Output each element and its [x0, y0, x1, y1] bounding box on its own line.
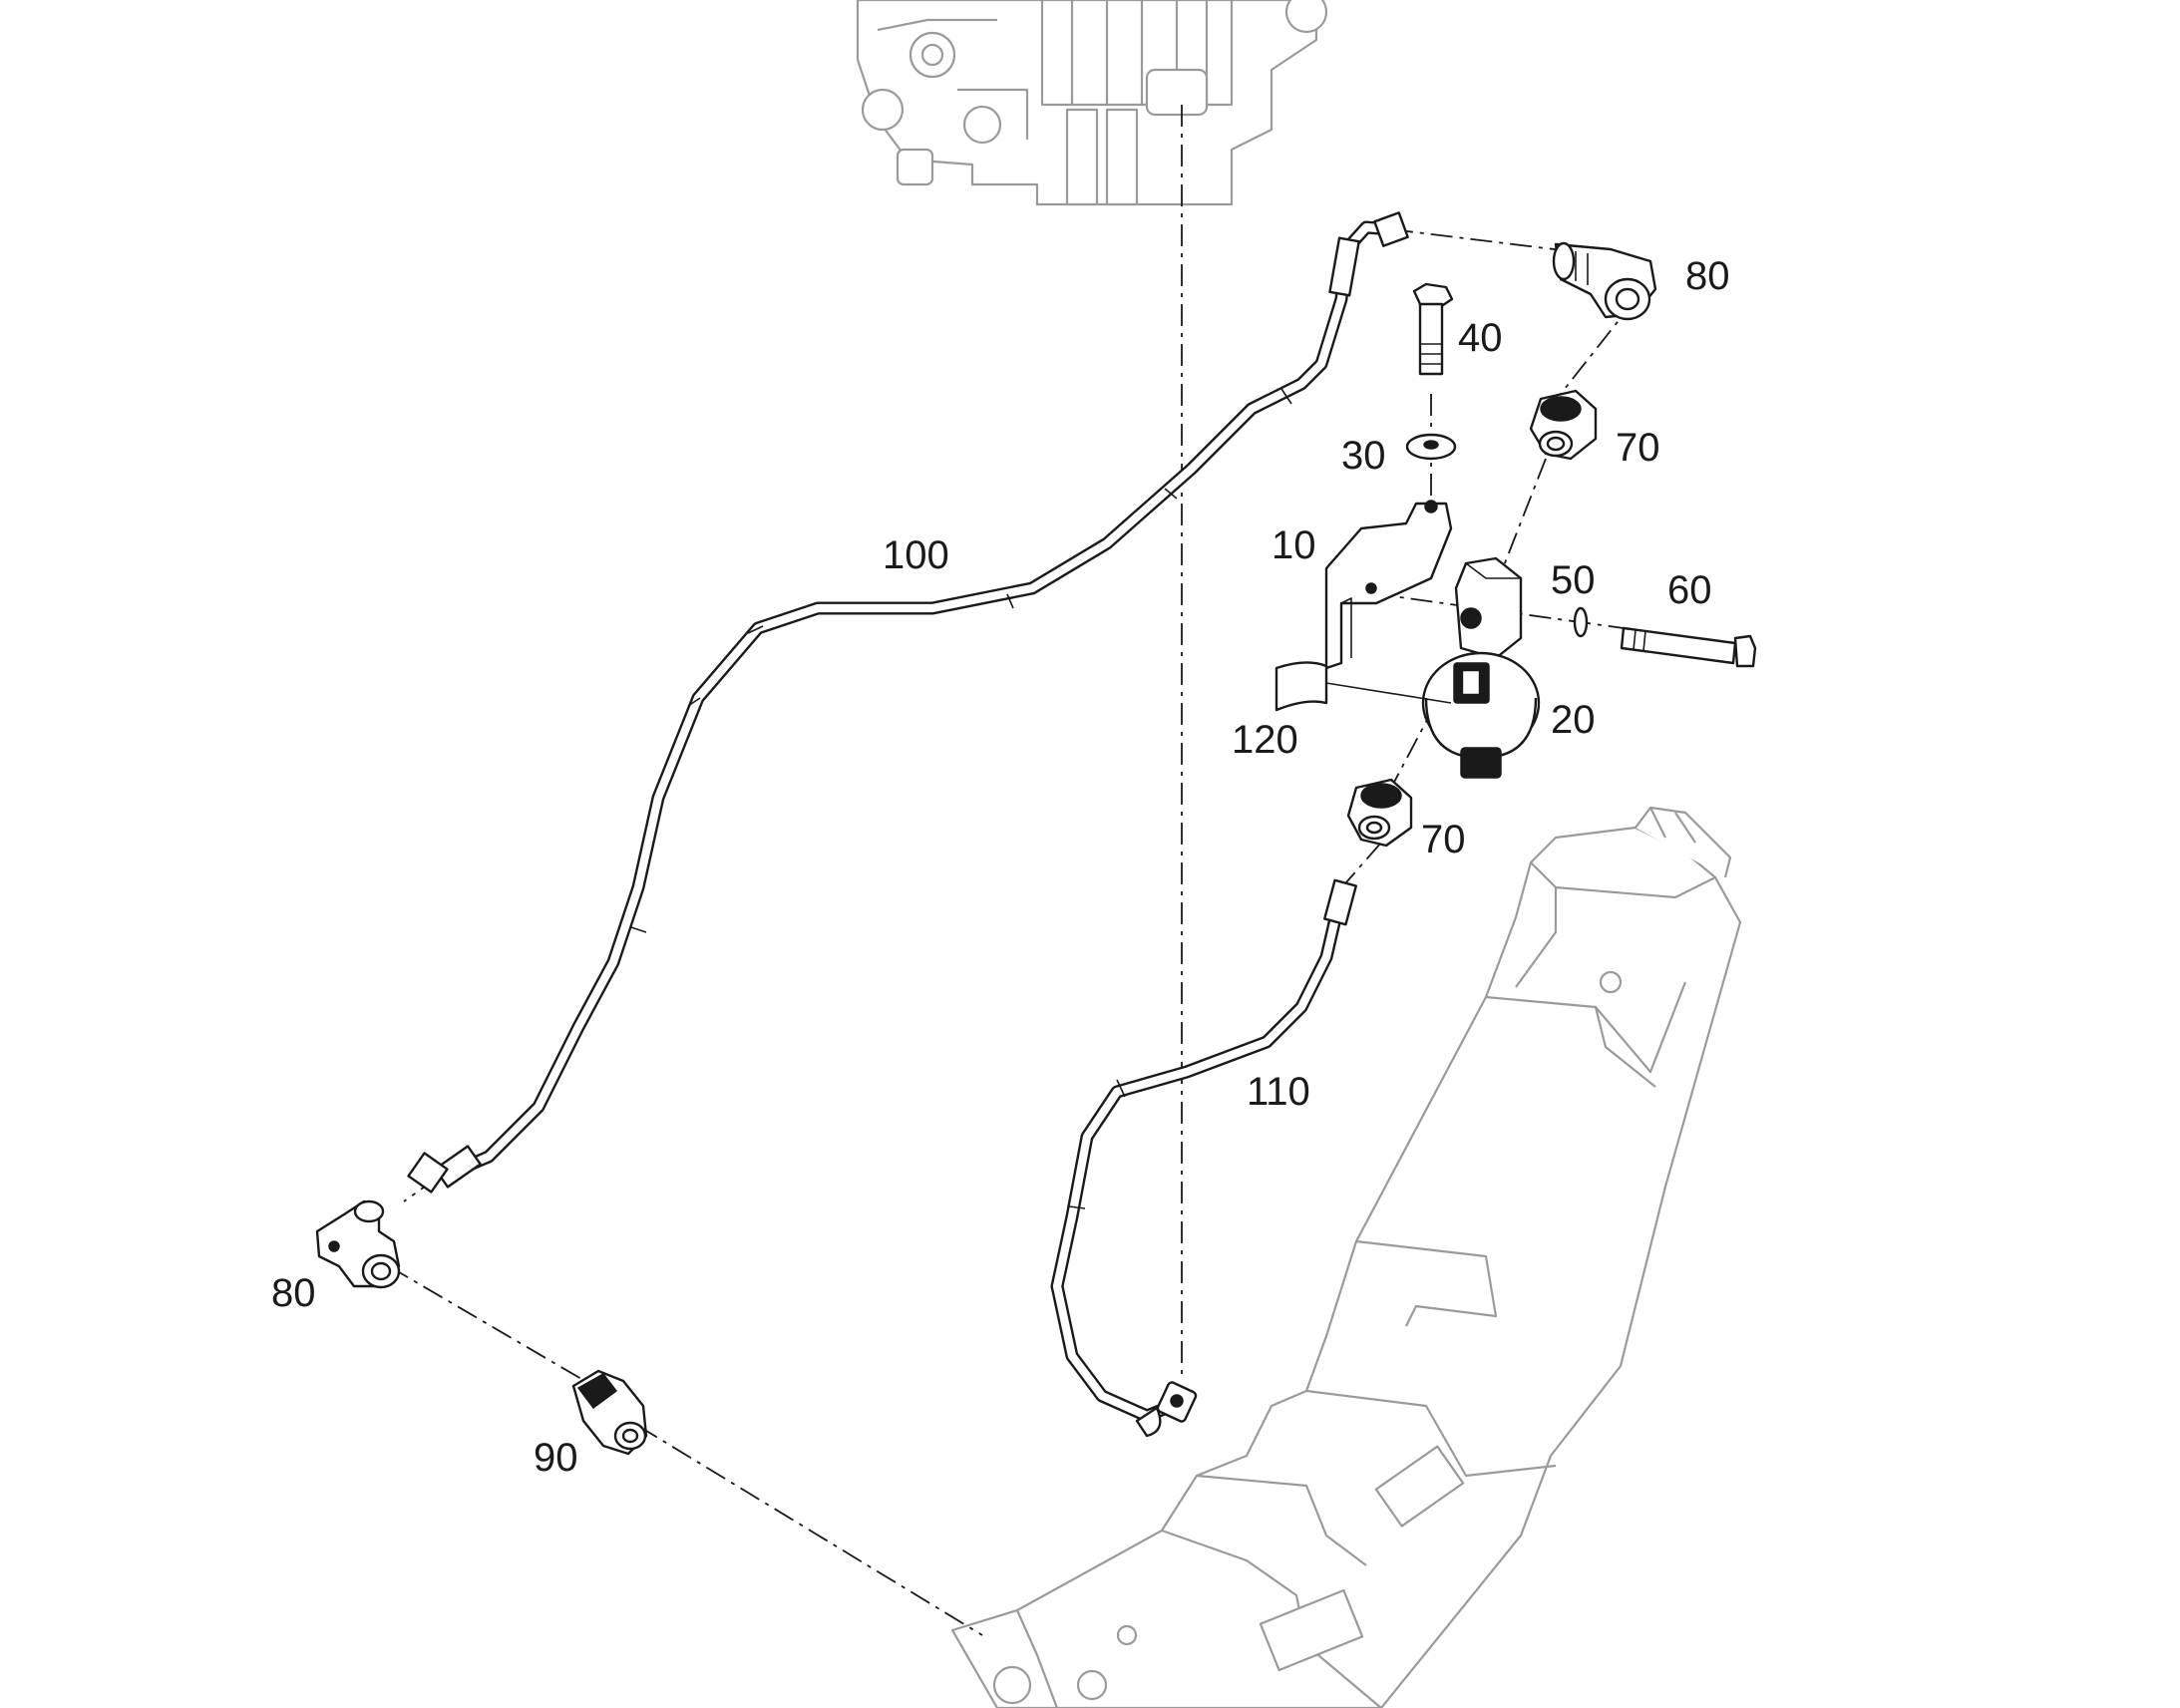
washer-30 — [1405, 433, 1457, 461]
bracket-10 — [1324, 500, 1453, 670]
label-30: 30 — [1341, 434, 1386, 478]
sensor-20 — [1421, 556, 1541, 779]
adapter-90 — [571, 1369, 648, 1456]
label-110: 110 — [1247, 1070, 1310, 1114]
bolt-60 — [1620, 626, 1757, 668]
label-20: 20 — [1551, 698, 1596, 742]
bolt-40 — [1412, 282, 1454, 376]
clip-120 — [1274, 661, 1452, 712]
hose-110 — [1050, 878, 1358, 1438]
label-80-lower: 80 — [271, 1271, 316, 1315]
adapter-70-upper — [1529, 389, 1598, 461]
label-70-upper: 70 — [1616, 426, 1660, 470]
part-labels: 80 40 70 30 100 10 50 60 120 20 70 110 8… — [271, 254, 1730, 1480]
label-90: 90 — [534, 1436, 578, 1480]
elbow-fitting-80-lower — [315, 1199, 401, 1289]
label-10: 10 — [1272, 523, 1316, 567]
label-100: 100 — [883, 533, 949, 577]
elbow-fitting-80-upper — [1552, 241, 1657, 321]
frame-context — [950, 806, 1742, 1708]
label-80-upper: 80 — [1685, 254, 1730, 298]
label-60: 60 — [1667, 568, 1712, 612]
adapter-70-lower — [1346, 778, 1413, 848]
label-120: 120 — [1232, 718, 1298, 762]
label-70-lower: 70 — [1421, 818, 1466, 861]
label-40: 40 — [1458, 316, 1503, 360]
label-50: 50 — [1551, 558, 1596, 602]
valve-block-context — [856, 0, 1328, 206]
hose-100 — [407, 211, 1409, 1194]
o-ring-50 — [1573, 606, 1589, 638]
